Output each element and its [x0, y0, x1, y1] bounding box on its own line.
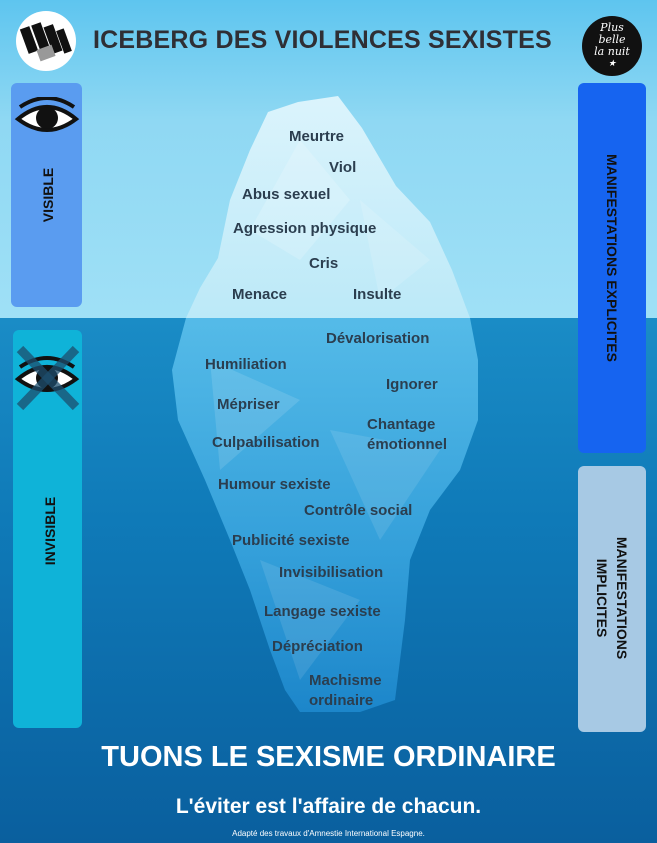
- word-machisme: Machisme: [309, 672, 382, 689]
- eye-icon: [14, 97, 80, 132]
- invisible-label: INVISIBLE: [42, 496, 58, 566]
- implicit-panel: [578, 466, 646, 732]
- iceberg-submerged: [172, 318, 478, 712]
- word-chantage: Chantage: [367, 416, 436, 433]
- word-controle-social: Contrôle social: [304, 502, 413, 519]
- word-mepriser: Mépriser: [217, 396, 280, 413]
- word-menace: Menace: [232, 286, 288, 303]
- word-meurtre: Meurtre: [289, 128, 345, 145]
- word-devalorisation: Dévalorisation: [326, 330, 430, 347]
- word-humiliation: Humiliation: [205, 356, 287, 373]
- implicit-label-line1: MANIFESTATIONS: [614, 536, 630, 660]
- word-abus-sexuel: Abus sexuel: [242, 186, 331, 203]
- word-langage-sexiste: Langage sexiste: [264, 603, 381, 620]
- word-publicite-sexiste: Publicité sexiste: [232, 532, 350, 549]
- tagline: L'éviter est l'affaire de chacun.: [175, 795, 482, 818]
- explicit-panel: [578, 83, 646, 453]
- visible-label: VISIBLE: [40, 167, 56, 223]
- collective-logo-icon: [16, 11, 76, 71]
- word-agression-physique: Agression physique: [233, 220, 377, 237]
- word-viol: Viol: [329, 159, 357, 176]
- word-invisibilisation: Invisibilisation: [279, 564, 384, 581]
- word-humour-sexiste: Humour sexiste: [218, 476, 331, 493]
- slogan: TUONS LE SEXISME ORDINAIRE: [101, 741, 556, 773]
- word-cris: Cris: [309, 255, 339, 272]
- word-depreciation: Dépréciation: [272, 638, 363, 655]
- plus-belle-la-nuit-logo: Plus belle la nuit ★: [582, 16, 642, 76]
- implicit-label-line2: IMPLICITES: [594, 558, 610, 638]
- word-culpabilisation: Culpabilisation: [212, 434, 320, 451]
- credit-note: Adapté des travaux d'Amnestie Internatio…: [232, 829, 425, 838]
- explicit-label: MANIFESTATIONS EXPLICITES: [604, 154, 620, 362]
- word-ignorer: Ignorer: [386, 376, 438, 393]
- word-emotionnel: émotionnel: [367, 436, 448, 453]
- page-title: ICEBERG DES VIOLENCES SEXISTES: [93, 26, 552, 54]
- word-ordinaire: ordinaire: [309, 692, 374, 709]
- iceberg-tip: [186, 96, 470, 318]
- crossed-eye-icon: [14, 345, 80, 411]
- word-insulte: Insulte: [353, 286, 402, 303]
